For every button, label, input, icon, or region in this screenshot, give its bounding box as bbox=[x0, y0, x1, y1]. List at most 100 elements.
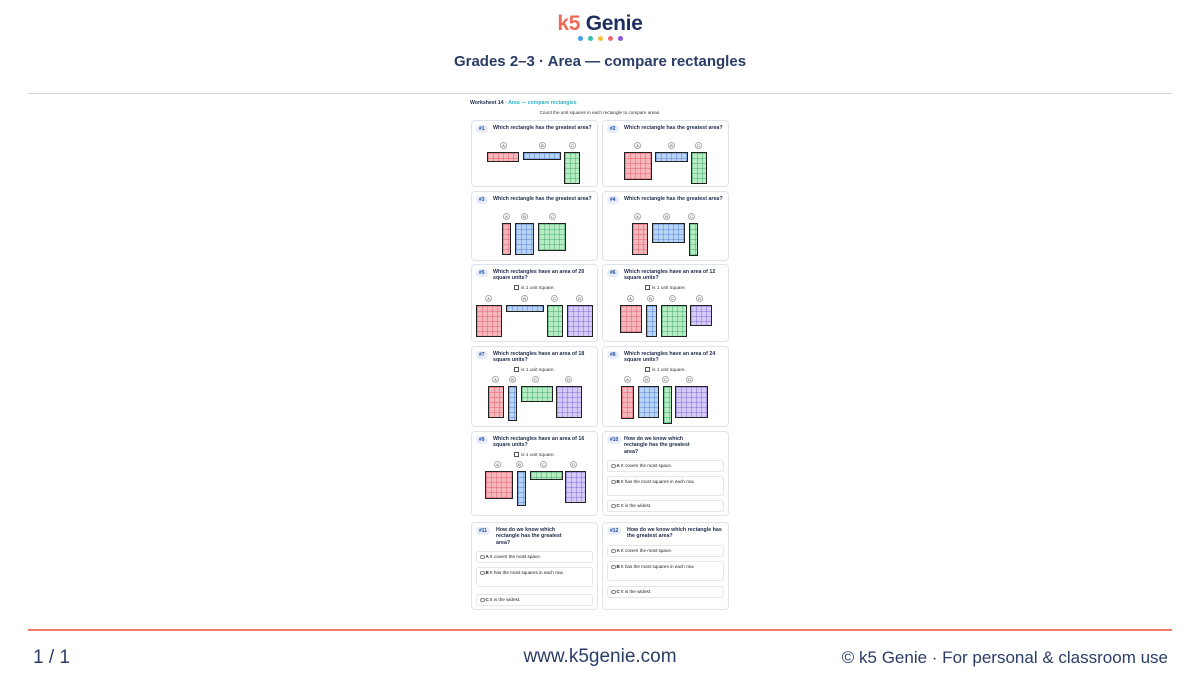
rectangle-b bbox=[506, 305, 544, 312]
radio-button[interactable] bbox=[611, 479, 616, 484]
choice-label-a: A bbox=[634, 213, 641, 220]
rectangle-d bbox=[690, 305, 712, 326]
question-number: #7 bbox=[476, 351, 488, 359]
option-letter: A bbox=[616, 548, 620, 553]
question-number: #11 bbox=[476, 527, 491, 535]
answer-option-a[interactable]: A It covers the most space. bbox=[607, 545, 724, 557]
question-card-1: #1 Which rectangle has the greatest area… bbox=[471, 120, 598, 187]
question-text: Which rectangle has the greatest area? bbox=[493, 196, 592, 202]
question-card-11: #11 How do we know which rectangle has t… bbox=[471, 522, 598, 610]
radio-button[interactable] bbox=[611, 564, 616, 569]
k5-genie-logo: k5 Genie bbox=[0, 12, 1200, 36]
choice-label-c: C bbox=[569, 142, 576, 149]
rectangle-a bbox=[624, 152, 652, 180]
rectangle-b bbox=[523, 152, 561, 160]
logo-dot-4 bbox=[607, 36, 613, 41]
rectangle-b bbox=[655, 152, 688, 162]
answer-option-b[interactable]: B It has the most squares in each row. bbox=[607, 561, 724, 581]
option-text: It has the most squares in each row. bbox=[490, 570, 564, 575]
answer-option-c[interactable]: C It is the widest. bbox=[607, 500, 724, 512]
answer-option-a[interactable]: A It covers the most space. bbox=[476, 551, 593, 563]
answer-option-b[interactable]: B It has the most squares in each row. bbox=[476, 567, 593, 587]
choice-label-c: C bbox=[695, 142, 702, 149]
rectangle-c bbox=[564, 152, 580, 184]
radio-button[interactable] bbox=[480, 570, 485, 575]
choice-label-a: A bbox=[634, 142, 641, 149]
radio-button[interactable] bbox=[611, 503, 616, 508]
rectangle-d bbox=[567, 305, 593, 337]
header-divider bbox=[28, 93, 1172, 94]
choice-label-b: B bbox=[509, 376, 516, 383]
option-text: It covers the most space. bbox=[621, 548, 673, 553]
rectangle-a bbox=[632, 223, 648, 255]
site-link[interactable]: www.k5genie.com bbox=[523, 646, 677, 667]
question-number: #9 bbox=[476, 436, 488, 444]
unit-square-note: is 1 unit square. bbox=[603, 367, 728, 373]
rectangle-c bbox=[661, 305, 687, 337]
question-number: #6 bbox=[607, 269, 619, 277]
rectangle-a bbox=[476, 305, 502, 337]
unit-note-text: is 1 unit square. bbox=[652, 368, 686, 373]
rectangle-a bbox=[488, 386, 504, 418]
answer-option-c[interactable]: C It is the widest. bbox=[476, 594, 593, 606]
radio-button[interactable] bbox=[480, 554, 485, 559]
logo-dot-5 bbox=[617, 36, 623, 41]
unit-square-note: is 1 unit square. bbox=[472, 452, 597, 458]
question-card-9: #9 Which rectangles have an area of 16 s… bbox=[471, 431, 598, 516]
question-number: #1 bbox=[476, 125, 488, 133]
rectangle-d bbox=[556, 386, 582, 418]
option-letter: A bbox=[485, 554, 489, 559]
unit-square-icon bbox=[645, 367, 651, 372]
unit-square-icon bbox=[645, 285, 651, 290]
answer-option-b[interactable]: B It has the most squares in each row. bbox=[607, 476, 724, 496]
rectangle-a bbox=[620, 305, 642, 333]
choice-label-c: C bbox=[688, 213, 695, 220]
rectangle-c bbox=[547, 305, 563, 337]
choice-label-d: D bbox=[696, 295, 703, 302]
rectangle-b bbox=[652, 223, 685, 243]
answer-option-a[interactable]: A It covers the most space. bbox=[607, 460, 724, 472]
unit-square-note: is 1 unit square. bbox=[472, 367, 597, 373]
unit-note-text: is 1 unit square. bbox=[521, 368, 555, 373]
choice-label-c: C bbox=[662, 376, 669, 383]
question-number: #10 bbox=[607, 436, 622, 444]
page-subtitle: Grades 2–3 · Area — compare rectangles bbox=[453, 53, 747, 70]
worksheet-title-prefix: Worksheet 14 · bbox=[470, 100, 507, 106]
worksheet-title-sub: Area — compare rectangles bbox=[508, 100, 577, 106]
option-letter: C bbox=[616, 589, 620, 594]
question-number: #12 bbox=[607, 527, 622, 535]
choice-label-d: D bbox=[576, 295, 583, 302]
worksheet-page[interactable]: Worksheet 14 · Area — compare rectangles… bbox=[468, 98, 732, 614]
option-text: It covers the most space. bbox=[621, 463, 673, 468]
option-letter: C bbox=[616, 503, 620, 508]
radio-button[interactable] bbox=[611, 548, 616, 553]
option-text: It has the most squares in each row. bbox=[621, 564, 695, 569]
radio-button[interactable] bbox=[611, 589, 616, 594]
choice-label-b: B bbox=[539, 142, 546, 149]
option-letter: A bbox=[616, 463, 620, 468]
unit-note-text: is 1 unit square. bbox=[652, 286, 686, 291]
logo-k5: k5 bbox=[557, 12, 581, 35]
page-indicator: 1 / 1 bbox=[33, 647, 70, 668]
question-number: #2 bbox=[607, 125, 619, 133]
unit-note-text: is 1 unit square. bbox=[521, 286, 555, 291]
rectangle-a bbox=[485, 471, 513, 499]
unit-square-note: is 1 unit square. bbox=[472, 285, 597, 291]
radio-button[interactable] bbox=[480, 597, 485, 602]
question-card-12: #12 How do we know which rectangle has t… bbox=[602, 522, 729, 610]
choice-label-a: A bbox=[485, 295, 492, 302]
radio-button[interactable] bbox=[611, 463, 616, 468]
rectangle-b bbox=[646, 305, 657, 337]
option-text: It is the widest. bbox=[621, 503, 652, 508]
question-text: Which rectangle has the greatest area? bbox=[624, 196, 723, 202]
rectangle-c bbox=[530, 471, 563, 480]
choice-label-c: C bbox=[551, 295, 558, 302]
choice-label-b: B bbox=[663, 213, 670, 220]
question-card-3: #3 Which rectangle has the greatest area… bbox=[471, 191, 598, 261]
choice-label-a: A bbox=[624, 376, 631, 383]
copyright-notice: © k5 Genie · For personal & classroom us… bbox=[841, 648, 1168, 667]
answer-option-c[interactable]: C It is the widest. bbox=[607, 586, 724, 598]
logo-dots bbox=[0, 36, 1200, 41]
question-text: Which rectangles have an area of 16 squa… bbox=[493, 436, 585, 449]
question-card-8: #8 Which rectangles have an area of 24 s… bbox=[602, 346, 729, 427]
